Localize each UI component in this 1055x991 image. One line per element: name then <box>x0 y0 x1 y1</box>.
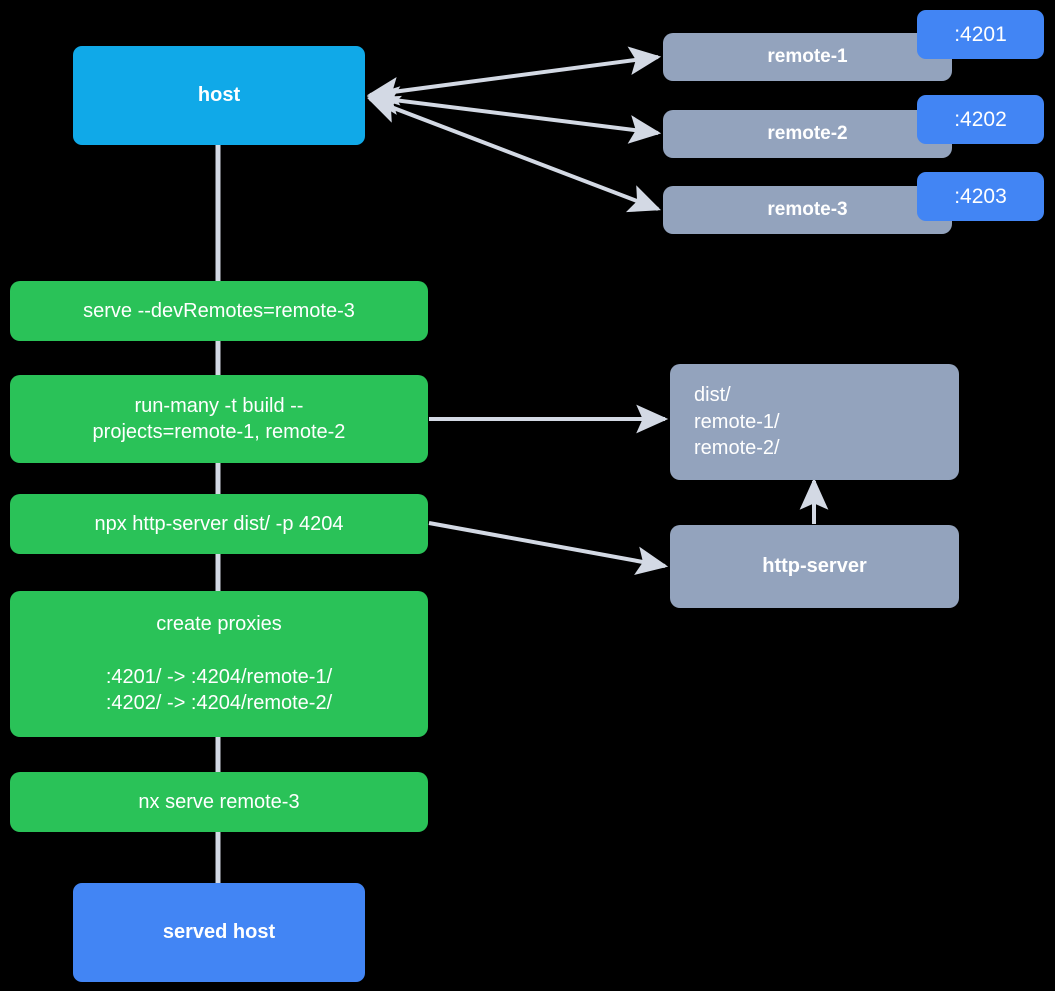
node-command-create-proxies-label: create proxies :4201/ -> :4204/remote-1/… <box>105 613 333 715</box>
edge-host-remote-3 <box>367 95 661 213</box>
badge-port-remote-3: :4203 <box>917 172 1044 221</box>
node-command-nx-serve-remote-3-label: nx serve remote-3 <box>138 790 300 813</box>
node-http-server-label: http-server <box>762 555 867 578</box>
node-dist-folder-label: dist/ remote-1/ remote-2/ <box>694 384 780 460</box>
badge-port-remote-2: :4202 <box>917 95 1044 144</box>
badge-port-remote-2-label: :4202 <box>954 107 1007 131</box>
node-command-nx-serve-remote-3[interactable]: nx serve remote-3 <box>10 772 428 832</box>
node-command-serve-devremotes-label: serve --devRemotes=remote-3 <box>83 299 355 322</box>
node-remote-2[interactable]: remote-2 <box>663 110 952 158</box>
node-served-host[interactable]: served host <box>73 883 365 982</box>
node-dist-folder[interactable]: dist/ remote-1/ remote-2/ <box>670 364 959 480</box>
node-remote-2-label: remote-2 <box>767 123 848 145</box>
node-command-npx-http-server-label: npx http-server dist/ -p 4204 <box>94 512 344 535</box>
node-remote-3[interactable]: remote-3 <box>663 186 952 234</box>
node-served-host-label: served host <box>162 921 276 944</box>
node-host-label: host <box>197 84 241 107</box>
node-command-create-proxies[interactable]: create proxies :4201/ -> :4204/remote-1/… <box>10 591 428 737</box>
edge-host-remote-2 <box>366 86 662 144</box>
node-remote-1[interactable]: remote-1 <box>663 33 952 81</box>
node-http-server[interactable]: http-server <box>670 525 959 608</box>
badge-port-remote-3-label: :4203 <box>954 184 1007 208</box>
node-command-serve-devremotes[interactable]: serve --devRemotes=remote-3 <box>10 281 428 341</box>
edge-host-remote-1 <box>366 46 662 106</box>
node-command-run-many-label: run-many -t build -- projects=remote-1, … <box>92 394 346 443</box>
badge-port-remote-1: :4201 <box>917 10 1044 59</box>
node-command-run-many[interactable]: run-many -t build -- projects=remote-1, … <box>10 375 428 463</box>
badge-port-remote-1-label: :4201 <box>954 22 1007 46</box>
edge-npx-to-http-server <box>428 521 669 576</box>
node-host[interactable]: host <box>73 46 365 145</box>
node-command-npx-http-server[interactable]: npx http-server dist/ -p 4204 <box>10 494 428 554</box>
node-remote-1-label: remote-1 <box>767 46 848 68</box>
node-remote-3-label: remote-3 <box>767 199 848 221</box>
